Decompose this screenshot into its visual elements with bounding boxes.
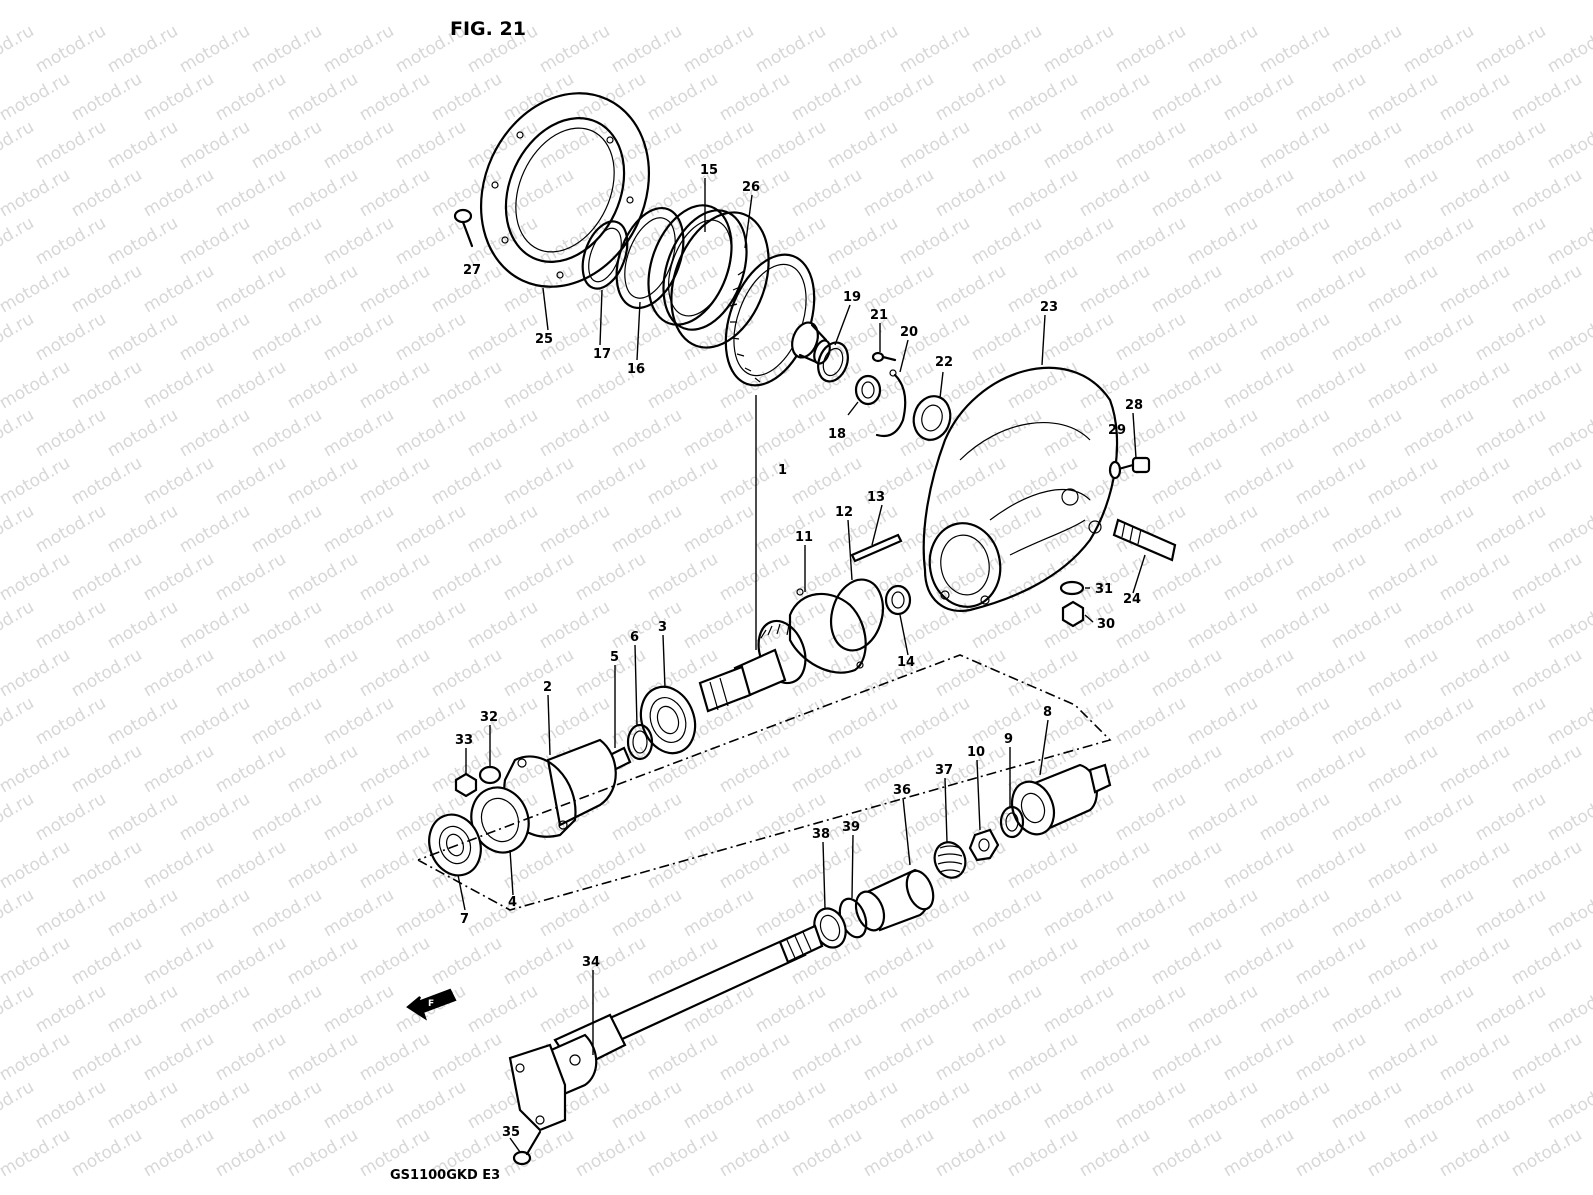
- oil-seal-22: [912, 395, 952, 441]
- bearing-3: [639, 685, 697, 755]
- nut-10: [968, 828, 1000, 862]
- label-part-34: 34: [582, 955, 601, 970]
- gasket-11: [788, 588, 867, 674]
- seal-17: [581, 220, 629, 290]
- label-part-31: 31: [1095, 582, 1114, 597]
- label-part-33: 33: [455, 733, 474, 748]
- final-gear-case-23: [922, 366, 1119, 613]
- label-part-32: 32: [480, 710, 499, 725]
- label-part-7: 7: [460, 912, 470, 927]
- propeller-shaft-34: [508, 924, 824, 1132]
- bearing-14: [884, 584, 912, 616]
- screw-21: [871, 351, 897, 363]
- model-code: GS1100GKD E3: [390, 1168, 501, 1183]
- label-part-13: 13: [867, 490, 886, 505]
- assembly-outline: [417, 654, 1112, 911]
- label-part-14: 14: [897, 655, 916, 670]
- label-part-10: 10: [967, 745, 986, 760]
- ring-gear-1: [724, 253, 831, 650]
- label-part-4: 4: [508, 895, 518, 910]
- label-part-24: 24: [1123, 592, 1142, 607]
- label-part-39: 39: [842, 820, 861, 835]
- label-part-20: 20: [900, 325, 919, 340]
- nut-33: [454, 772, 478, 798]
- seal-38: [813, 907, 847, 949]
- pinion-gear: [698, 619, 807, 713]
- label-part-28: 28: [1125, 398, 1144, 413]
- label-part-5: 5: [610, 650, 620, 665]
- label-part-27: 27: [463, 263, 482, 278]
- label-part-16: 16: [627, 362, 646, 377]
- label-part-15: 15: [700, 163, 719, 178]
- leader-lines: [457, 178, 1146, 1153]
- label-part-25: 25: [535, 332, 554, 347]
- bearing-15: [647, 204, 748, 331]
- label-part-35: 35: [502, 1125, 521, 1140]
- label-part-18: 18: [828, 427, 847, 442]
- washer-29: [1108, 460, 1122, 480]
- axle-24: [1112, 518, 1177, 562]
- label-part-26: 26: [742, 180, 761, 195]
- figure-title: FIG. 21: [450, 18, 526, 40]
- bolt-27: [453, 208, 474, 248]
- label-part-30: 30: [1097, 617, 1116, 632]
- label-part-8: 8: [1043, 705, 1053, 720]
- bolt-35: [512, 1130, 542, 1166]
- label-part-36: 36: [893, 783, 912, 798]
- nut-30: [1061, 600, 1085, 628]
- shim-6: [626, 723, 654, 761]
- ring-16: [615, 206, 685, 310]
- pin-13: [850, 533, 903, 563]
- label-part-37: 37: [935, 763, 954, 778]
- brake-plate-25: [479, 92, 651, 288]
- label-part-21: 21: [870, 308, 889, 323]
- o-ring-12: [830, 578, 884, 652]
- label-part-1: 1: [778, 463, 788, 478]
- label-part-12: 12: [835, 505, 854, 520]
- label-part-2: 2: [543, 680, 553, 695]
- bearing-18: [847, 374, 882, 416]
- spring-37: [933, 841, 967, 879]
- label-part-6: 6: [630, 630, 640, 645]
- label-part-19: 19: [843, 290, 862, 305]
- label-part-11: 11: [795, 530, 814, 545]
- label-part-9: 9: [1004, 732, 1014, 747]
- label-part-29: 29: [1108, 423, 1127, 438]
- label-part-3: 3: [658, 620, 668, 635]
- shim-19: [817, 341, 849, 383]
- seal-7: [428, 813, 482, 877]
- label-part-17: 17: [593, 347, 612, 362]
- svg-text:F: F: [428, 999, 434, 1009]
- washer-32: [478, 765, 502, 785]
- washer-9: [999, 805, 1025, 839]
- clip-20: [875, 369, 907, 438]
- o-ring-26: [670, 211, 770, 349]
- label-part-22: 22: [935, 355, 954, 370]
- label-part-38: 38: [812, 827, 831, 842]
- sleeve-36: [854, 868, 935, 932]
- washer-31: [1059, 580, 1085, 596]
- front-arrow-icon: F: [406, 988, 457, 1021]
- label-part-23: 23: [1040, 300, 1059, 315]
